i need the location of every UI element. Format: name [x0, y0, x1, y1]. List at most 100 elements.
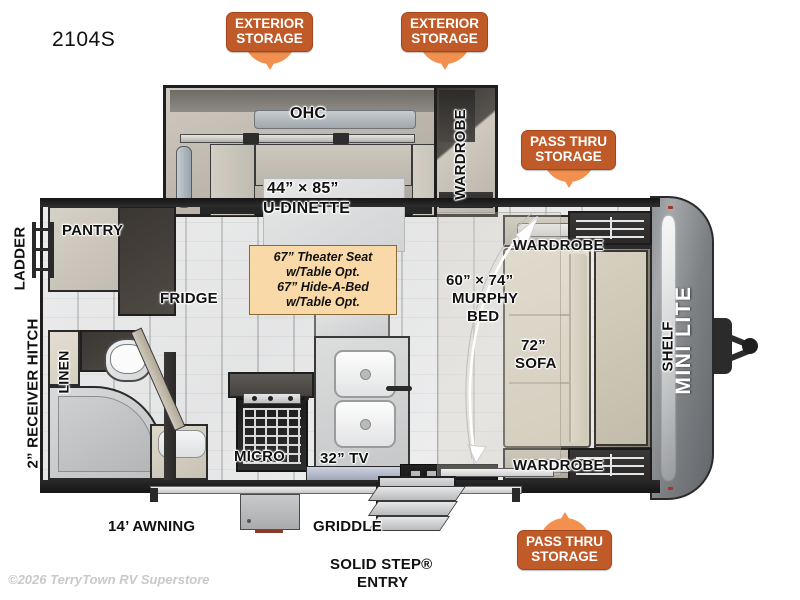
bathroom-vanity: [150, 424, 208, 480]
copyright-notice: ©2026 TerryTown RV Superstore: [8, 572, 210, 587]
badge-plate: EXTERIOR STORAGE: [226, 12, 314, 52]
badge-line-2: STORAGE: [411, 30, 478, 46]
faucet-icon: [386, 386, 412, 391]
label-micro: MICRO: [234, 448, 285, 465]
label-fridge: FRIDGE: [160, 290, 218, 307]
murphy-bed-handle: [440, 468, 554, 477]
overhead-cabinet: [254, 110, 416, 129]
label-pantry: PANTRY: [62, 222, 124, 239]
overhead-cabinet-front-upper: [568, 211, 652, 245]
label-murphy-size: 60” × 74”: [446, 272, 514, 289]
counter-extension: [314, 312, 390, 338]
murphy-bed-swing-arc: [465, 212, 539, 465]
kitchen-sink-counter: [314, 336, 412, 480]
ladder-rung: [32, 248, 54, 251]
badge-exterior-storage-left[interactable]: EXTERIOR STORAGE: [226, 12, 314, 70]
toilet-lid: [110, 344, 146, 374]
griddle-knob: [247, 519, 251, 523]
badge-line-1: PASS THRU: [530, 134, 608, 149]
label-wardrobe-slideout: WARDROBE: [451, 109, 469, 200]
ladder-icon: [30, 222, 58, 278]
label-griddle: GRIDDLE: [313, 518, 382, 535]
label-wardrobe-upper: WARDROBE: [513, 237, 604, 254]
badge-pass-thru-storage-lower[interactable]: PASS THRU STORAGE: [517, 512, 613, 570]
ladder-rung: [32, 228, 54, 231]
badge-line-2: STORAGE: [236, 30, 303, 46]
label-tv: 32” TV: [320, 450, 369, 467]
sofa-arm: [569, 254, 587, 442]
label-entry: SOLID STEP®: [330, 556, 433, 573]
solid-step-entry: [367, 482, 468, 544]
griddle-legs: [255, 529, 283, 533]
label-sofa-size: 72”: [521, 337, 546, 354]
murphy-mattress: [594, 250, 648, 446]
griddle-appliance: [240, 494, 300, 533]
pantry-cabinet: [48, 206, 120, 292]
wardrobe-interior: [439, 90, 475, 142]
cooktop-knob: [252, 396, 257, 401]
shower-pan: [58, 396, 154, 472]
sofa: [503, 248, 591, 448]
cooktop-knob: [304, 396, 309, 401]
window: [176, 146, 192, 208]
cooktop-knob: [268, 396, 273, 401]
label-shelf: SHELF: [659, 321, 677, 372]
wardrobe-slideout: [434, 85, 498, 217]
slideout-rail: [180, 133, 415, 144]
label-linen: LINEN: [55, 350, 72, 394]
cooktop-knobs: [243, 393, 309, 404]
sink-basin: [334, 400, 396, 448]
awning-arm-left: [150, 488, 158, 502]
label-receiver-hitch: 2” RECEIVER HITCH: [24, 318, 42, 469]
front-cap-bolt-bottom: [668, 487, 673, 490]
overhead-cabinet-front-lower: [568, 448, 652, 482]
badge-line-1: PASS THRU: [526, 534, 604, 549]
chassis-rail-top: [40, 198, 660, 207]
badge-line-1: EXTERIOR: [235, 16, 305, 31]
step-tread: [367, 501, 458, 516]
theater-seat-callout: 67” Theater Seat w/Table Opt. 67” Hide-A…: [249, 245, 397, 315]
cabinet-divider: [610, 217, 612, 239]
badge-pass-thru-storage-upper[interactable]: PASS THRU STORAGE: [521, 130, 617, 188]
badge-plate: PASS THRU STORAGE: [517, 530, 613, 570]
front-cap: MINI LITE: [650, 196, 714, 500]
sofa-seam: [509, 382, 585, 384]
label-ladder: LADDER: [11, 226, 29, 291]
badge-line-2: STORAGE: [531, 548, 598, 564]
badge-line-1: EXTERIOR: [410, 16, 480, 31]
coupler-ball: [742, 338, 758, 354]
callout-line: 67” Hide-A-Bed: [277, 280, 369, 294]
label-murphy-name: MURPHY: [452, 290, 519, 307]
linen-closet: [48, 330, 80, 386]
murphy-bed-ghost: [437, 212, 561, 476]
refrigerator: [118, 206, 176, 316]
label-ohc: OHC: [290, 105, 327, 122]
cooktop: [236, 393, 309, 472]
callout-line: w/Table Opt.: [286, 265, 360, 279]
front-cap-stripe: [662, 216, 675, 480]
awning-arm-right: [512, 488, 520, 502]
sink-basin: [334, 350, 396, 398]
cooktop-grate: [243, 408, 301, 464]
badge-plate: EXTERIOR STORAGE: [401, 12, 489, 52]
label-wardrobe-lower: WARDROBE: [513, 457, 604, 474]
sofa-seam: [509, 314, 585, 316]
rail-clip: [333, 133, 349, 144]
label-dinette-size: 44” × 85”: [267, 180, 339, 197]
page-title: 2104S: [52, 28, 116, 51]
cabinet-divider: [610, 454, 612, 476]
ladder-rung: [32, 268, 54, 271]
label-murphy-name-2: BED: [467, 308, 500, 325]
badge-line-2: STORAGE: [535, 148, 602, 164]
label-entry-2: ENTRY: [357, 574, 409, 591]
rail-clip: [243, 133, 259, 144]
cooktop-knob: [288, 396, 293, 401]
slideout-ceiling: [170, 90, 491, 112]
badge-exterior-storage-right[interactable]: EXTERIOR STORAGE: [401, 12, 489, 70]
callout-line: 67” Theater Seat: [273, 250, 373, 264]
label-awning: 14’ AWNING: [108, 518, 196, 535]
callout-line: w/Table Opt.: [286, 295, 360, 309]
label-dinette-name: U-DINETTE: [263, 200, 351, 217]
label-sofa-name: SOFA: [515, 355, 557, 372]
